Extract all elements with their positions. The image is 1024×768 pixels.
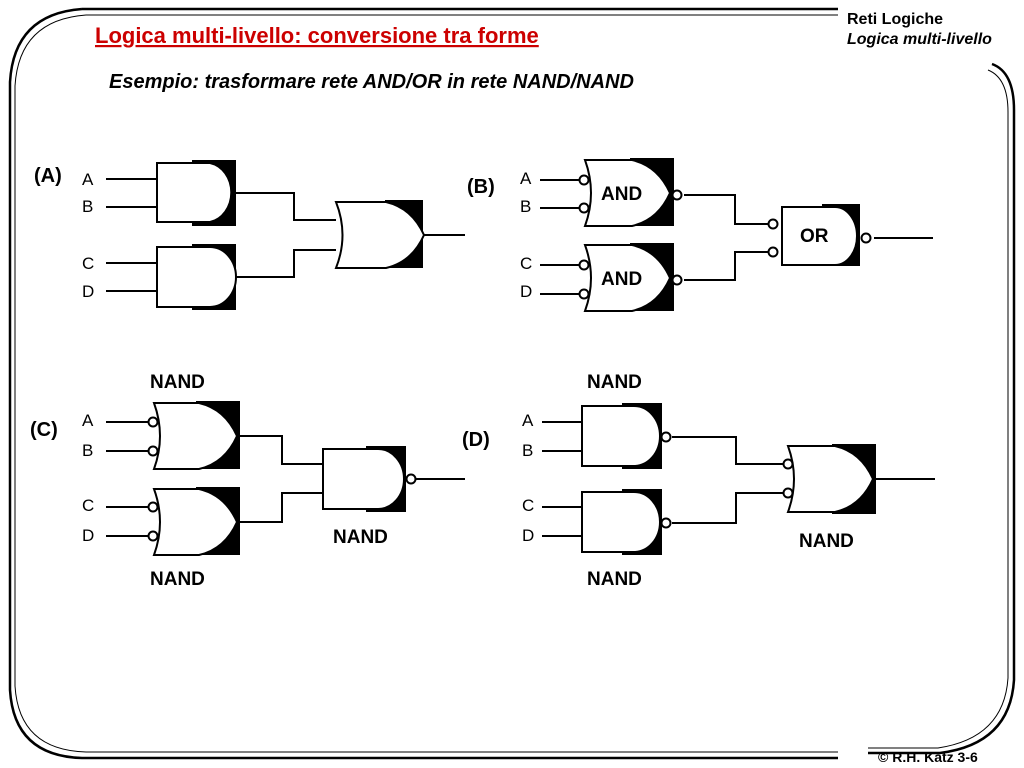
nand-caption-bottom: NAND bbox=[150, 569, 205, 590]
panel-d: (D) NAND A B C D NAND NAND bbox=[462, 372, 935, 590]
nand-caption-top: NAND bbox=[150, 372, 205, 393]
or-gate-inverted-inputs bbox=[578, 243, 683, 312]
course-name: Reti Logiche bbox=[847, 11, 943, 28]
input-label-a: A bbox=[82, 411, 94, 430]
example-subtitle: Esempio: trasformare rete AND/OR in rete… bbox=[109, 71, 634, 93]
input-label-d: D bbox=[522, 526, 534, 545]
or-gate-inverted-inputs bbox=[147, 401, 240, 470]
nand-gate bbox=[322, 446, 417, 512]
input-label-a: A bbox=[82, 170, 94, 189]
wires bbox=[106, 421, 465, 537]
input-label-a: A bbox=[520, 169, 532, 188]
nand-caption-top: NAND bbox=[587, 372, 642, 393]
gate-label-and: AND bbox=[601, 269, 642, 290]
or-gate-inverted-inputs bbox=[147, 487, 240, 556]
input-label-c: C bbox=[82, 254, 94, 273]
panel-c-label: (C) bbox=[30, 419, 58, 441]
input-label-a: A bbox=[522, 411, 534, 430]
input-label-c: C bbox=[522, 496, 534, 515]
input-label-d: D bbox=[520, 282, 532, 301]
input-label-b: B bbox=[520, 197, 531, 216]
panel-b: (B) A B C D AND AND bbox=[467, 158, 933, 312]
nand-caption-output: NAND bbox=[799, 531, 854, 552]
input-label-c: C bbox=[520, 254, 532, 273]
wires bbox=[540, 179, 933, 295]
nand-gate bbox=[581, 403, 672, 469]
or-gate-inverted-inputs bbox=[578, 158, 683, 227]
nand-gate bbox=[581, 489, 672, 555]
section-name: Logica multi-livello bbox=[847, 31, 992, 48]
panel-a-label: (A) bbox=[34, 165, 62, 187]
input-label-d: D bbox=[82, 282, 94, 301]
and-gate bbox=[156, 244, 237, 310]
wires bbox=[106, 178, 465, 292]
gate-label-and: AND bbox=[601, 184, 642, 205]
copyright-footer: © R.H. Katz 3-6 bbox=[878, 749, 978, 765]
and-gate bbox=[156, 160, 236, 226]
panel-d-label: (D) bbox=[462, 429, 490, 451]
nand-caption-output: NAND bbox=[333, 527, 388, 548]
panel-b-label: (B) bbox=[467, 176, 495, 198]
nand-caption-bottom: NAND bbox=[587, 569, 642, 590]
wires bbox=[542, 421, 935, 537]
input-label-c: C bbox=[82, 496, 94, 515]
gate-label-or: OR bbox=[800, 226, 829, 247]
or-gate-inverted-inputs bbox=[782, 444, 876, 514]
and-gate-inverted bbox=[767, 204, 872, 266]
input-label-d: D bbox=[82, 526, 94, 545]
panel-a: (A) A B C D bbox=[34, 160, 465, 310]
panel-c: (C) NAND A B C D NAND NAND bbox=[30, 372, 465, 590]
input-label-b: B bbox=[82, 197, 93, 216]
slide-frame bbox=[8, 7, 1016, 760]
slide-title: Logica multi-livello: conversione tra fo… bbox=[95, 23, 539, 48]
or-gate bbox=[334, 200, 426, 269]
input-label-b: B bbox=[82, 441, 93, 460]
input-label-b: B bbox=[522, 441, 533, 460]
